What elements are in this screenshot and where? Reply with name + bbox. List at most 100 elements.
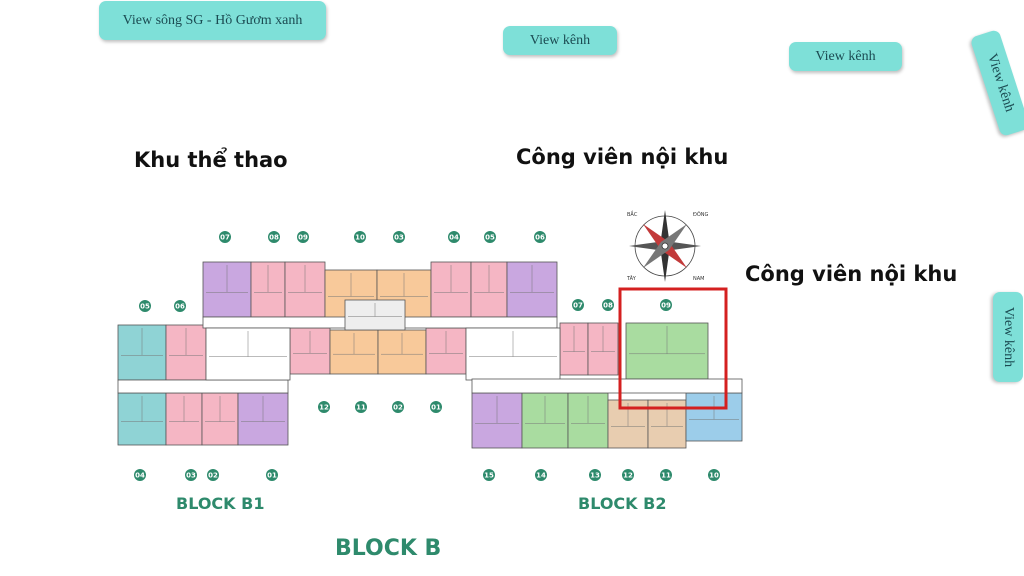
marker-circle [483,469,495,481]
marker-text: 09 [298,234,308,242]
marker-circle [318,401,330,413]
marker-b1-top-04: 04 [448,231,460,243]
marker-text: 04 [449,234,459,242]
corridor-b1-lower [117,379,289,394]
view-canal-tag-2: View kênh [789,42,902,71]
marker-text: 09 [661,302,671,310]
marker-b1-top-09: 09 [297,231,309,243]
marker-text: 04 [135,472,145,480]
marker-text: 07 [573,302,583,310]
marker-text: 03 [186,472,196,480]
marker-b1-bottom-04: 04 [134,469,146,481]
compass-south: NAM [693,276,704,282]
marker-b2-top-09: 09 [660,299,672,311]
marker-circle [268,231,280,243]
marker-circle [602,299,614,311]
marker-b2-bottom-11: 11 [660,469,672,481]
marker-circle [392,401,404,413]
marker-text: 11 [661,472,671,480]
corridor-b2 [471,378,743,394]
marker-text: 07 [220,234,230,242]
marker-circle [355,401,367,413]
marker-circle [297,231,309,243]
highlight-box [618,287,728,410]
marker-b1-mid-12: 12 [318,401,330,413]
compass-west: TÂY [626,275,637,282]
apartment-units [117,261,743,449]
marker-circle [139,300,151,312]
marker-b2-bottom-15: 15 [483,469,495,481]
marker-b2-top-07: 07 [572,299,584,311]
marker-text: 02 [208,472,218,480]
marker-b1-top-07: 07 [219,231,231,243]
marker-text: 05 [485,234,495,242]
marker-b1-bottom-01: 01 [266,469,278,481]
marker-circle [589,469,601,481]
marker-b1-bottom-03: 03 [185,469,197,481]
park-label-right: Công viên nội khu [745,262,958,286]
marker-circle [354,231,366,243]
marker-circle [572,299,584,311]
marker-circle [535,469,547,481]
compass-icon: BẮC ĐÔNG TÂY NAM [626,210,709,282]
marker-circle [266,469,278,481]
marker-circle [484,231,496,243]
compass-north: BẮC [627,210,638,218]
marker-text: 06 [535,234,545,242]
marker-text: 06 [175,303,185,311]
marker-text: 01 [267,472,277,480]
marker-circle [660,299,672,311]
marker-text: 13 [590,472,600,480]
marker-circle [448,231,460,243]
corridors [117,299,743,394]
compass-east: ĐÔNG [693,211,709,218]
marker-b2-bottom-10: 10 [708,469,720,481]
marker-b1-left-06: 06 [174,300,186,312]
marker-b1-top-03: 03 [393,231,405,243]
marker-circle [534,231,546,243]
marker-b1-left-05: 05 [139,300,151,312]
sports-area-label: Khu thể thao [134,148,288,172]
marker-text: 02 [393,404,403,412]
marker-text: 10 [355,234,365,242]
unit-number-markers: 07 08 09 10 03 04 05 06 05 06 12 11 02 01 04 03 02 01 07 08… [134,231,720,481]
marker-b1-mid-02: 02 [392,401,404,413]
marker-circle [622,469,634,481]
marker-text: 15 [484,472,494,480]
marker-b1-bottom-02: 02 [207,469,219,481]
marker-b2-bottom-14: 14 [535,469,547,481]
marker-b1-top-05: 05 [484,231,496,243]
marker-circle [393,231,405,243]
marker-text: 08 [269,234,279,242]
marker-circle [219,231,231,243]
block-b-label: BLOCK B [335,536,442,561]
marker-b1-mid-01: 01 [430,401,442,413]
marker-b2-top-08: 08 [602,299,614,311]
marker-b1-top-08: 08 [268,231,280,243]
marker-text: 01 [431,404,441,412]
marker-circle [708,469,720,481]
unit-b1-04 [430,261,472,318]
marker-circle [660,469,672,481]
marker-b2-bottom-13: 13 [589,469,601,481]
marker-text: 12 [319,404,329,412]
marker-circle [134,469,146,481]
view-canal-tag-1: View kênh [503,26,617,55]
marker-text: 05 [140,303,150,311]
marker-text: 12 [623,472,633,480]
marker-text: 14 [536,472,546,480]
marker-text: 08 [603,302,613,310]
marker-text: 10 [709,472,719,480]
marker-b1-mid-11: 11 [355,401,367,413]
marker-text: 11 [356,404,366,412]
marker-b2-bottom-12: 12 [622,469,634,481]
park-label-top: Công viên nội khu [516,145,729,169]
block-b2-label: BLOCK B2 [578,494,667,513]
marker-circle [185,469,197,481]
marker-circle [430,401,442,413]
marker-b1-top-10: 10 [354,231,366,243]
block-b1-label: BLOCK B1 [176,494,265,513]
marker-b1-top-06: 06 [534,231,546,243]
marker-text: 03 [394,234,404,242]
